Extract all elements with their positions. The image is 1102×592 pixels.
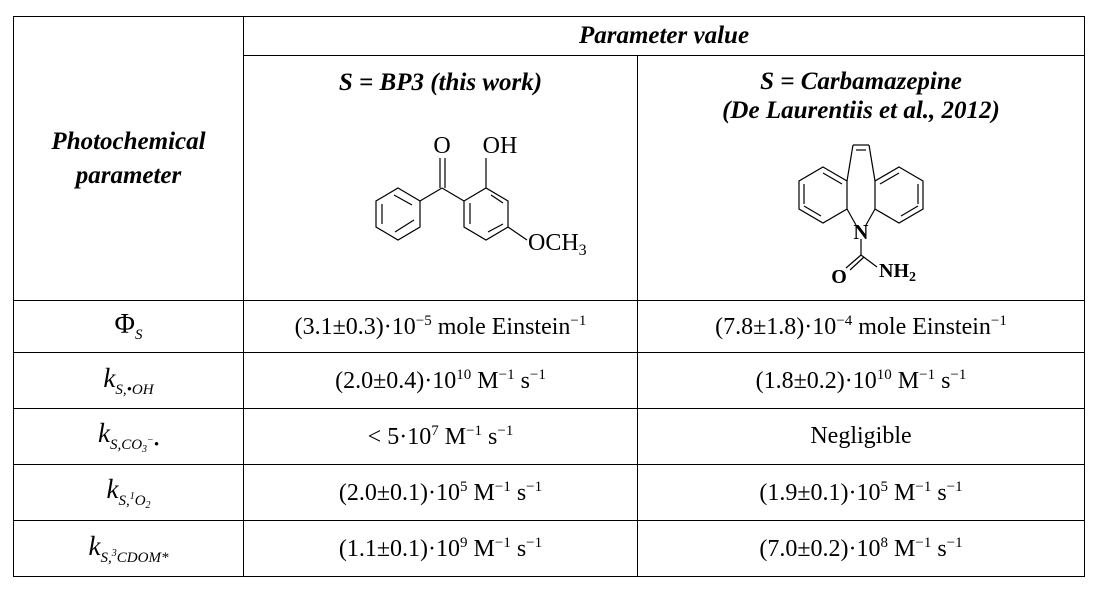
header-row-label-line2: parameter xyxy=(75,161,182,189)
row-k-triplet-cdom: kS,3CDOM* (1.1±0.1)·109 M−1 s−1 (7.0±0.2… xyxy=(13,520,1085,577)
header-row-top: Photochemical parameter Parameter value xyxy=(13,16,1085,301)
param-symbol: kS,CO3−• xyxy=(13,408,244,465)
header-carbamazepine: S = Carbamazepine (De Laurentiis et al.,… xyxy=(637,55,1085,301)
carbamazepine-structure: N O NH2 xyxy=(798,144,924,288)
col-title-cbz-line1: S = Carbamazepine xyxy=(760,68,962,95)
header-bp3: S = BP3 (this work) xyxy=(243,55,638,301)
cbz-n-label: N xyxy=(853,220,868,244)
col-title-bp3: S = BP3 (this work) xyxy=(338,69,543,96)
row-k-hydroxyl: kS,•OH (2.0±0.4)·1010 M−1 s−1 (1.8±0.2)·… xyxy=(13,352,1085,409)
param-symbol: kS,3CDOM* xyxy=(13,520,244,577)
row-quantum-yield: ΦS (3.1±0.3)·10−5 mole Einstein−1 (7.8±1… xyxy=(13,300,1085,353)
bp3-structure: O OH OCH3 xyxy=(374,133,587,259)
bp3-oh-label: OH xyxy=(482,133,517,159)
value-carbamazepine: (1.9±0.1)·105 M−1 s−1 xyxy=(637,464,1085,521)
value-bp3: (3.1±0.3)·10−5 mole Einstein−1 xyxy=(243,300,638,353)
photochemical-parameter-table: Photochemical parameter Parameter value … xyxy=(13,16,1085,577)
value-carbamazepine: (1.8±0.2)·1010 M−1 s−1 xyxy=(637,352,1085,409)
value-carbamazepine: (7.0±0.2)·108 M−1 s−1 xyxy=(637,520,1085,577)
header-row-compounds: S = BP3 (this work) xyxy=(14,55,1085,301)
value-bp3: (2.0±0.4)·1010 M−1 s−1 xyxy=(243,352,638,409)
value-bp3: (2.0±0.1)·105 M−1 s−1 xyxy=(243,464,638,521)
header-photochemical-parameter: Photochemical parameter xyxy=(13,16,244,301)
header-parameter-value: Parameter value xyxy=(243,16,1085,56)
bp3-och3-label: OCH3 xyxy=(528,230,587,259)
col-title-cbz-line2: (De Laurentiis et al., 2012) xyxy=(722,97,1000,124)
value-bp3: (1.1±0.1)·109 M−1 s−1 xyxy=(243,520,638,577)
param-symbol: kS,•OH xyxy=(13,352,244,409)
header-row-label-line1: Photochemical xyxy=(51,127,206,155)
cbz-nh2-label: NH2 xyxy=(879,260,916,285)
bp3-o-label: O xyxy=(433,133,450,159)
param-symbol: kS,1O2 xyxy=(13,464,244,521)
row-k-carbonate: kS,CO3−• < 5·107 M−1 s−1 Negligible xyxy=(13,408,1085,465)
row-k-singlet-oxygen: kS,1O2 (2.0±0.1)·105 M−1 s−1 (1.9±0.1)·1… xyxy=(13,464,1085,521)
value-bp3: < 5·107 M−1 s−1 xyxy=(243,408,638,465)
param-symbol: ΦS xyxy=(13,300,244,353)
cbz-o-label: O xyxy=(831,266,847,288)
value-carbamazepine: Negligible xyxy=(637,408,1085,465)
value-carbamazepine: (7.8±1.8)·10−4 mole Einstein−1 xyxy=(637,300,1085,353)
